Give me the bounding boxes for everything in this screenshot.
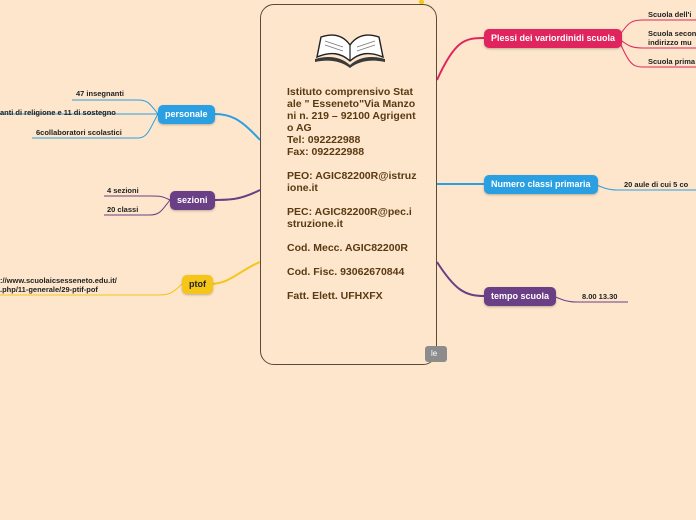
node-personale[interactable]: personale bbox=[158, 105, 215, 124]
leaf-sezioni-count[interactable]: 4 sezioni bbox=[107, 186, 139, 195]
leaf-orario[interactable]: 8.00 13.30 bbox=[582, 292, 618, 301]
leaf-scuola-secondaria[interactable]: Scuola secon indirizzo mu bbox=[648, 29, 696, 47]
leaf-classi-count[interactable]: 20 classi bbox=[107, 205, 139, 214]
central-topic-card[interactable]: Istituto comprensivo Statale " Esseneto"… bbox=[260, 4, 437, 365]
node-ptof[interactable]: ptof bbox=[182, 275, 213, 294]
node-tempo-scuola[interactable]: tempo scuola bbox=[484, 287, 557, 306]
leaf-insegnanti[interactable]: 47 insegnanti bbox=[76, 89, 124, 98]
central-topic-text: Istituto comprensivo Statale " Esseneto"… bbox=[287, 86, 417, 302]
open-book-icon bbox=[315, 34, 385, 68]
leaf-scuola-primaria[interactable]: Scuola prima bbox=[648, 57, 696, 66]
leaf-aule[interactable]: 20 aule di cui 5 co bbox=[624, 180, 689, 189]
node-numero-classi[interactable]: Numero classi primaria bbox=[484, 175, 598, 194]
hidden-node-tag[interactable]: le bbox=[425, 346, 447, 362]
leaf-scuola-infanzia[interactable]: Scuola dell'i bbox=[648, 10, 692, 19]
leaf-religione-sostegno[interactable]: anti di religione e 11 di sostegno bbox=[0, 108, 116, 117]
leaf-ptof-link[interactable]: ://www.scuolaicsesseneto.edu.it/ .php/11… bbox=[0, 276, 117, 294]
node-sezioni[interactable]: sezioni bbox=[170, 191, 215, 210]
node-plessi[interactable]: Plessi dei variordinidi scuola bbox=[484, 29, 623, 48]
leaf-collaboratori[interactable]: 6collaboratori scolastici bbox=[36, 128, 122, 137]
top-edge-marker bbox=[419, 0, 424, 4]
